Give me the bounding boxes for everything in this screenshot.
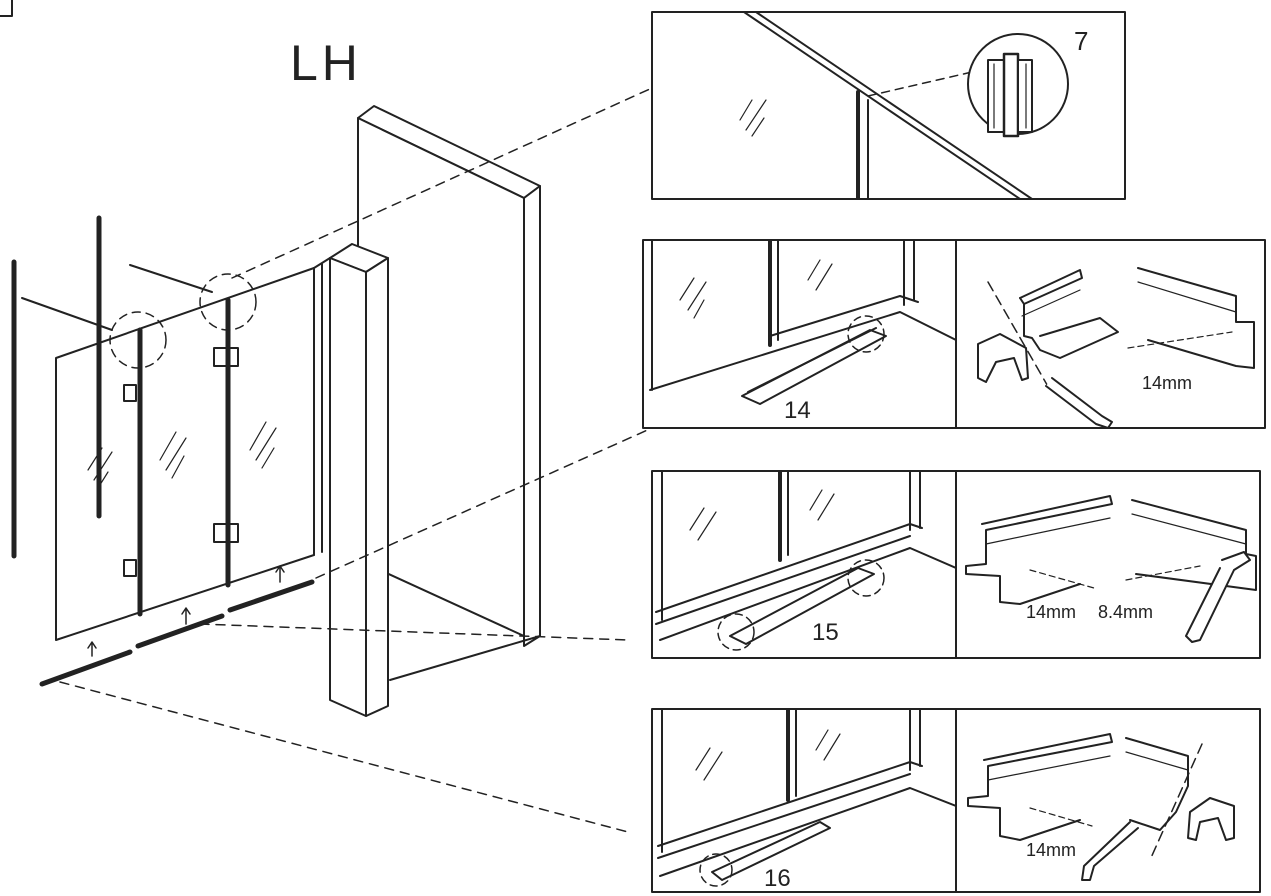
detail-markers — [109, 273, 257, 369]
measurement-14mm-b: 14mm — [1026, 602, 1076, 622]
measurement-14mm-a: 14mm — [1142, 373, 1192, 393]
detail-panel-15 — [651, 470, 1261, 659]
wall-channel — [313, 243, 389, 717]
part-number-14: 14 — [784, 397, 811, 424]
part-number-15: 15 — [812, 619, 839, 646]
measurement-8-4mm: 8.4mm — [1098, 602, 1153, 622]
seal-7-closeup — [987, 52, 1033, 138]
measurement-14mm-c: 14mm — [1026, 840, 1076, 860]
wall — [357, 105, 541, 681]
main-view — [11, 87, 653, 833]
detail-panel-7 — [651, 11, 1126, 200]
detail-panel-16 — [651, 708, 1261, 893]
vertical-seals — [11, 215, 213, 559]
part-number-7: 7 — [1074, 26, 1088, 56]
leader-lines — [59, 87, 653, 833]
orientation-label: LH — [290, 35, 362, 91]
part-number-16: 16 — [764, 865, 791, 892]
detail-panel-14 — [642, 239, 1266, 429]
bottom-seals — [39, 565, 315, 687]
